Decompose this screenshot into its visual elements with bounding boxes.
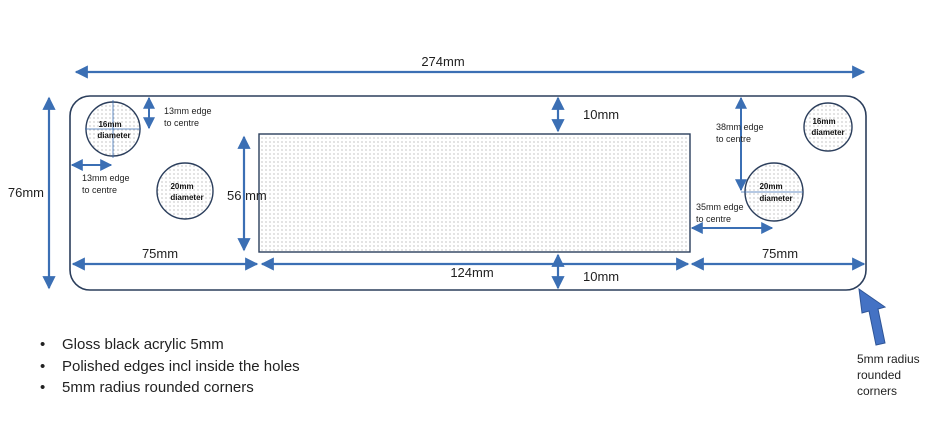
window-width-label: 124mm [450,265,493,280]
note-item: 5mm radius rounded corners [38,377,300,399]
hole-mid-right-edge-side-label: 35mm edge [696,202,744,212]
hole-mid-left [156,162,214,220]
hole-top-right-unit: diameter [811,128,844,137]
left-span-label: 75mm [142,246,178,261]
hole-top-left-edge-left-label-2: to centre [82,185,117,195]
notes-list: Gloss black acrylic 5mm Polished edges i… [38,334,300,399]
overall-width-label: 274mm [421,54,464,69]
hole-top-left-unit: diameter [97,131,130,140]
hole-top-left-edge-left-label: 13mm edge [82,173,130,183]
hole-top-left-edge-top-label: 13mm edge [164,106,212,116]
top-margin-label: 10mm [583,107,619,122]
hole-mid-right-edge-top-label: 38mm edge [716,122,764,132]
hole-mid-right-edge-side-label-2: to centre [696,214,731,224]
corner-callout-arrow [858,287,887,346]
hole-mid-right-edge-top-label-2: to centre [716,134,751,144]
hole-top-left-edge-top-label-2: to centre [164,118,199,128]
overall-height-label: 76mm [8,185,44,200]
window-height-label: 56 mm [227,188,267,203]
hole-top-left-size: 16mm [98,120,121,129]
hole-mid-left-size: 20mm [170,182,193,191]
note-item: Gloss black acrylic 5mm [38,334,300,356]
right-span-label: 75mm [762,246,798,261]
hole-mid-left-unit: diameter [170,193,203,202]
corner-radius-note: 5mm radius rounded corners [857,352,920,398]
note-item: Polished edges incl inside the holes [38,356,300,378]
hole-mid-right-unit: diameter [759,194,792,203]
hole-top-right-size: 16mm [812,117,835,126]
bottom-margin-label: 10mm [583,269,619,284]
central-window [258,133,691,253]
hole-top-right [803,102,853,152]
hole-mid-right-size: 20mm [759,182,782,191]
